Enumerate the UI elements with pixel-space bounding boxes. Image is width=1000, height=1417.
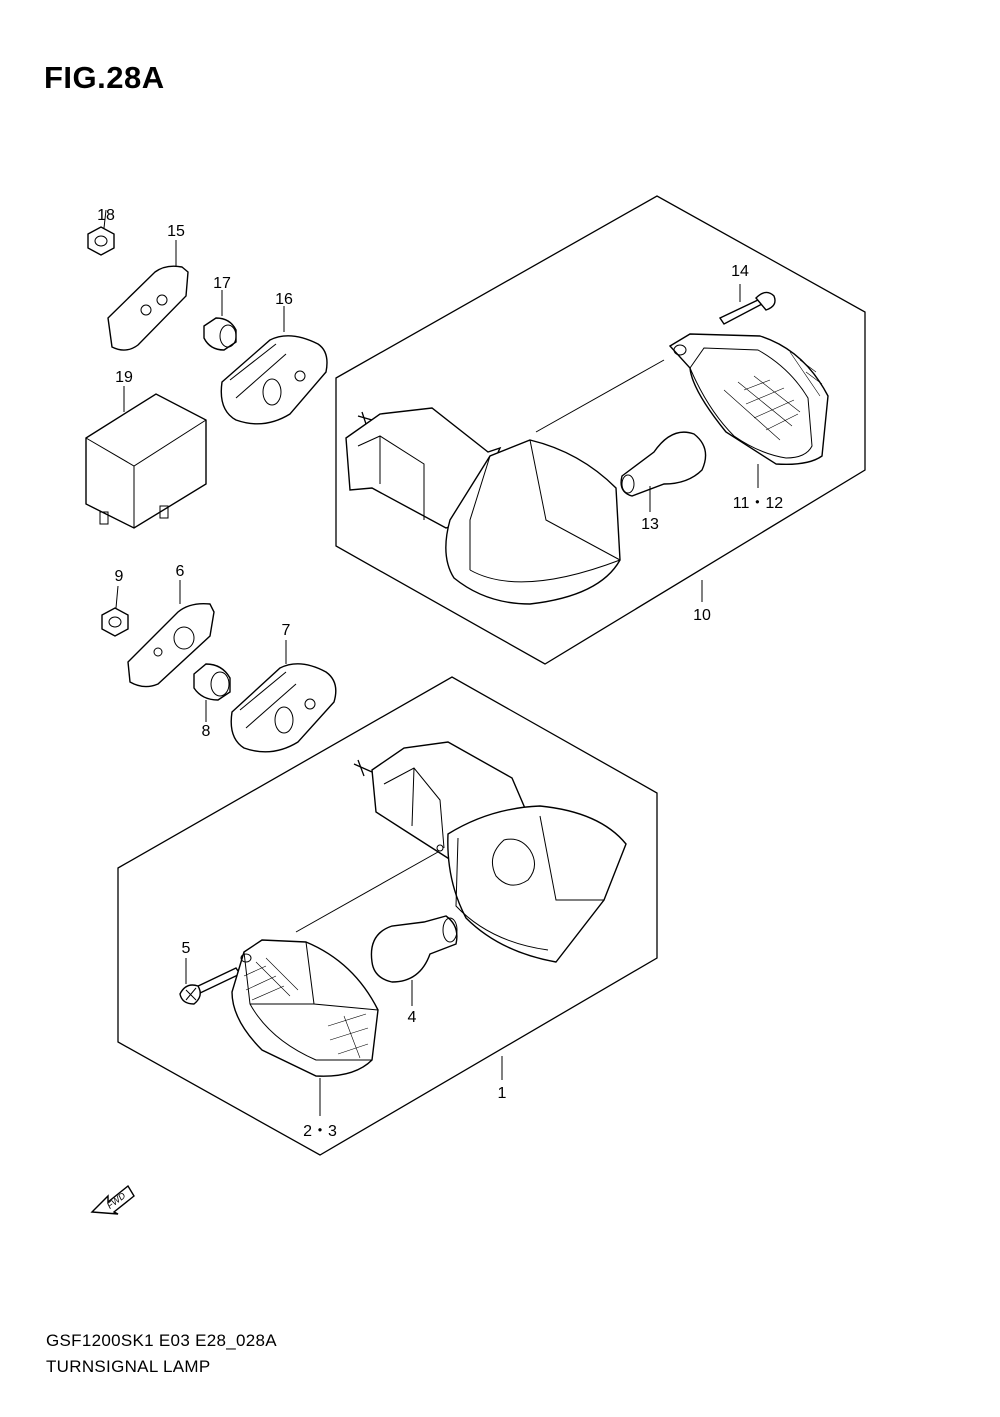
nut-18 xyxy=(87,209,115,256)
lens-2-3 xyxy=(231,939,379,1116)
mount-plate-15 xyxy=(107,240,189,351)
figure-title: FIG.28A xyxy=(44,60,165,95)
callout-1: 1 xyxy=(498,1085,507,1102)
callout-19: 19 xyxy=(115,369,133,386)
screw-5 xyxy=(179,958,242,1005)
lamp-housing-lower xyxy=(295,741,627,963)
assembly-box-lower xyxy=(117,676,658,1156)
callout-15: 15 xyxy=(167,223,185,240)
callout-6: 6 xyxy=(176,563,185,580)
fwd-arrow-icon: FWD xyxy=(90,1184,135,1215)
callout-2-3: 2・3 xyxy=(303,1123,337,1140)
callout-4: 4 xyxy=(408,1009,417,1026)
lens-11-12 xyxy=(668,333,829,488)
callout-16: 16 xyxy=(275,291,293,308)
collar-17 xyxy=(203,290,237,351)
model-code: GSF1200SK1 E03 E28_028A xyxy=(46,1331,277,1350)
relay-19 xyxy=(85,386,207,529)
callout-18: 18 xyxy=(97,207,115,224)
callout-8: 8 xyxy=(202,723,211,740)
collar-8 xyxy=(193,663,231,722)
callout-17: 17 xyxy=(213,275,231,292)
nut-9 xyxy=(101,585,129,637)
assembly-box-upper xyxy=(335,195,866,665)
bulb-4 xyxy=(370,915,458,1006)
callout-10: 10 xyxy=(693,607,711,624)
callout-11-12: 11・12 xyxy=(733,495,784,512)
cushion-7 xyxy=(230,640,337,753)
bulb-13 xyxy=(620,431,707,512)
callout-9: 9 xyxy=(115,568,124,585)
part-group-name: TURNSIGNAL LAMP xyxy=(46,1357,211,1376)
mount-plate-6 xyxy=(127,580,215,688)
callout-13: 13 xyxy=(641,516,659,533)
screw-14 xyxy=(718,284,776,325)
callout-14: 14 xyxy=(731,263,749,280)
lamp-housing-upper xyxy=(345,359,665,605)
callout-5: 5 xyxy=(182,940,191,957)
callout-7: 7 xyxy=(282,622,291,639)
cushion-16 xyxy=(220,306,328,425)
